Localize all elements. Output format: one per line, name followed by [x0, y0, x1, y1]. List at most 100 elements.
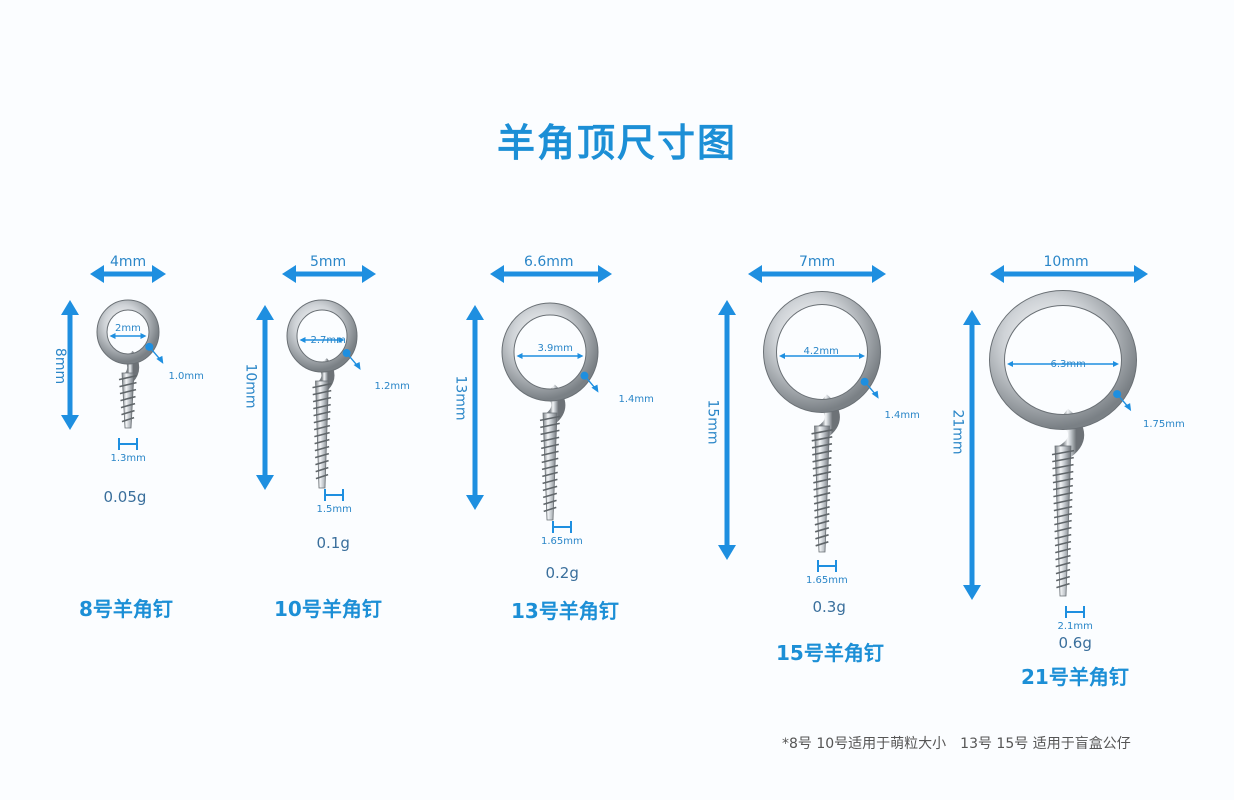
- screw-4-thread: [815, 534, 829, 540]
- page-title: 羊角顶尺寸图: [496, 121, 737, 165]
- screw-3-thread: [543, 506, 557, 513]
- screw-2-name: 10号羊角钉: [274, 596, 382, 621]
- screw-4-thread: [815, 541, 829, 547]
- screw-4-thread: [814, 520, 830, 526]
- screw-3-thread: [543, 499, 557, 506]
- screw-4-thread: [811, 436, 833, 442]
- screw-2-thread: [312, 396, 332, 403]
- screw-4-thread: [813, 478, 831, 484]
- screw-1-thread: [121, 416, 135, 423]
- screw-3-width-arrow-head-left: [490, 265, 504, 283]
- screw-5-width-label: 10mm: [1043, 254, 1089, 270]
- screw-4-thread: [813, 485, 831, 491]
- screw-5-shank-label: 2.1mm: [1057, 620, 1093, 632]
- screw-3-shank-label: 1.65mm: [541, 535, 583, 547]
- screw-3-thread: [539, 415, 561, 422]
- screw-3-thread: [542, 478, 558, 485]
- screw-4-ring: [764, 292, 880, 412]
- screw-1-weight-label: 0.05g: [103, 488, 147, 506]
- screw-5-height-arrow-head-top: [963, 310, 981, 325]
- screw-3-ring: [502, 303, 598, 401]
- screw-2-thread: [313, 403, 331, 410]
- screw-2-width-arrow-head-right: [362, 265, 376, 283]
- screw-5-thread: [1055, 568, 1071, 575]
- screw-3-thread: [541, 457, 559, 464]
- screw-1-thread: [121, 409, 135, 416]
- screw-5-thread: [1056, 582, 1070, 589]
- screw-5-thread: [1053, 512, 1073, 519]
- screw-3-inner-head-right: [577, 353, 584, 359]
- screw-4-thread: [812, 471, 832, 477]
- screw-5-thread: [1051, 449, 1075, 456]
- screw-4-thread: [813, 492, 831, 498]
- screw-3-wire-arrow-head: [591, 384, 599, 393]
- screw-5-thread: [1052, 470, 1074, 477]
- screw-4-height-label: 15mm: [704, 399, 721, 445]
- screw-4-thread: [812, 457, 832, 463]
- screw-2-weight-label: 0.1g: [316, 534, 350, 552]
- screw-1-thread: [119, 381, 137, 388]
- screw-1-width-arrow-head-left: [90, 265, 104, 283]
- screw-2-thread: [315, 466, 329, 473]
- screw-4-thread: [814, 527, 830, 533]
- screw-5-inner-head-left: [1007, 361, 1013, 367]
- screw-4-thread: [812, 464, 832, 470]
- screw-1-ring: [97, 300, 159, 364]
- screw-5-weight-label: 0.6g: [1058, 634, 1092, 652]
- screw-2-wire-arrow-head: [353, 362, 361, 371]
- screw-5-thread: [1053, 505, 1073, 512]
- screw-2-wire-label: 1.2mm: [374, 380, 410, 392]
- screw-5-thread: [1055, 554, 1071, 561]
- screw-3-width-arrow-head-right: [598, 265, 612, 283]
- screw-2-thread: [315, 459, 329, 466]
- screw-2-thread: [313, 410, 331, 417]
- screw-5-thread: [1054, 519, 1072, 526]
- screw-5-thread: [1054, 540, 1072, 547]
- screw-3-thread: [542, 485, 558, 492]
- screw-5-height-label: 21mm: [949, 409, 966, 455]
- screw-1-shank-label: 1.3mm: [110, 452, 146, 464]
- screw-1-thread: [119, 388, 137, 395]
- screw-5-thread: [1053, 498, 1073, 505]
- screw-2-inner-head-right: [338, 337, 345, 343]
- screw-4-wire-arrow-head: [871, 390, 879, 399]
- screw-4-inner-head-left: [779, 353, 785, 359]
- screw-4-thread: [814, 513, 830, 519]
- screw-4-wire-label: 1.4mm: [884, 409, 920, 421]
- screw-2-thread: [312, 389, 332, 396]
- screw-2-height-label: 10mm: [242, 363, 259, 409]
- screw-3-thread: [542, 492, 558, 499]
- screw-1-inner-head-right: [140, 333, 147, 339]
- screw-3-thread: [540, 436, 560, 443]
- screw-3-height-arrow-head-top: [466, 305, 484, 320]
- screw-2-thread: [313, 417, 331, 424]
- screw-3-inner-head-left: [516, 353, 523, 359]
- screw-5-thread: [1053, 484, 1073, 491]
- screw-4-shank-label: 1.65mm: [806, 574, 848, 586]
- screw-3-thread: [540, 422, 560, 429]
- screw-5-width-arrow-head-left: [990, 265, 1004, 283]
- screw-4-width-label: 7mm: [799, 254, 836, 270]
- screw-2-shank-label: 1.5mm: [316, 503, 352, 515]
- screw-1-height-arrow-head-top: [61, 300, 79, 315]
- screw-3-thread: [541, 450, 559, 457]
- screw-2-ring: [287, 300, 357, 372]
- screw-1-thread: [120, 402, 136, 409]
- screw-2-thread: [314, 445, 330, 452]
- screw-1-height-label: 8mm: [52, 347, 69, 385]
- screw-5-inner-head-right: [1113, 361, 1119, 367]
- screw-1-width-arrow-head-right: [152, 265, 166, 283]
- screw-4-width-arrow-head-right: [872, 265, 886, 283]
- screw-4-height-arrow-head-bottom: [718, 545, 736, 560]
- screw-5-thread: [1052, 463, 1074, 470]
- screw-5-inner-diameter-label: 6.3mm: [1050, 358, 1086, 370]
- screw-5-thread: [1052, 456, 1074, 463]
- screw-2-thread: [312, 382, 332, 389]
- screw-3-inner-diameter-label: 3.9mm: [537, 342, 573, 354]
- screw-2-inner-diameter-label: 2.7mm: [310, 334, 346, 346]
- screw-5-height-arrow-head-bottom: [963, 585, 981, 600]
- screw-3-height-label: 13mm: [452, 375, 469, 421]
- screw-2-height-arrow-head-top: [256, 305, 274, 320]
- screw-4-thread: [812, 450, 832, 456]
